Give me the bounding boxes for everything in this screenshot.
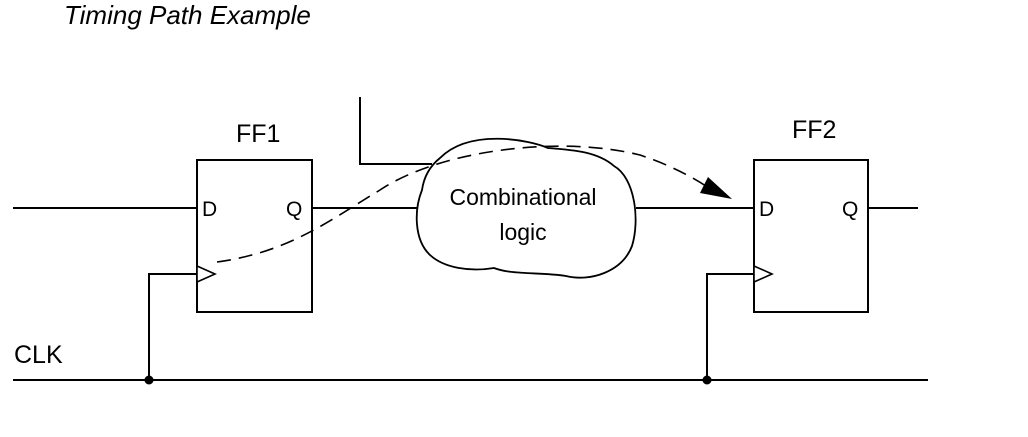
- flip-flop-ff1: FF1 D Q: [196, 120, 313, 313]
- ff2-d-pin-label: D: [759, 198, 774, 221]
- ff1-clock-triangle-icon: [196, 264, 217, 284]
- combinational-logic-cloud: Combinational logic: [415, 137, 637, 279]
- flip-flop-ff2: FF2 D Q: [753, 116, 869, 313]
- ff2-name: FF2: [792, 116, 836, 144]
- ff1-clk-branch-wire: [148, 273, 197, 380]
- ff2-q-pin-label: Q: [842, 198, 858, 221]
- ff2-clk-branch-wire: [706, 273, 754, 380]
- ff1-d-pin-label: D: [202, 198, 217, 221]
- combinational-label-line2: logic: [499, 219, 546, 245]
- ff1-box: [196, 159, 313, 313]
- ff1-clk-junction-dot: [144, 375, 154, 385]
- timing-path-arrowhead-icon: [700, 177, 732, 199]
- clk-label: CLK: [14, 341, 63, 369]
- ff2-box: [753, 159, 869, 313]
- timing-path-dashed-line: [216, 145, 707, 263]
- ff1-q-pin-label: Q: [286, 198, 302, 221]
- ff2-clk-junction-dot: [702, 375, 712, 385]
- combinational-label-line1: Combinational: [449, 184, 596, 210]
- logic-side-input-wire: [359, 97, 432, 165]
- diagram-title: Timing Path Example: [64, 0, 311, 30]
- ff2-clock-triangle-icon: [753, 264, 774, 284]
- ff1-name: FF1: [236, 120, 280, 148]
- cloud-shape: [415, 137, 637, 279]
